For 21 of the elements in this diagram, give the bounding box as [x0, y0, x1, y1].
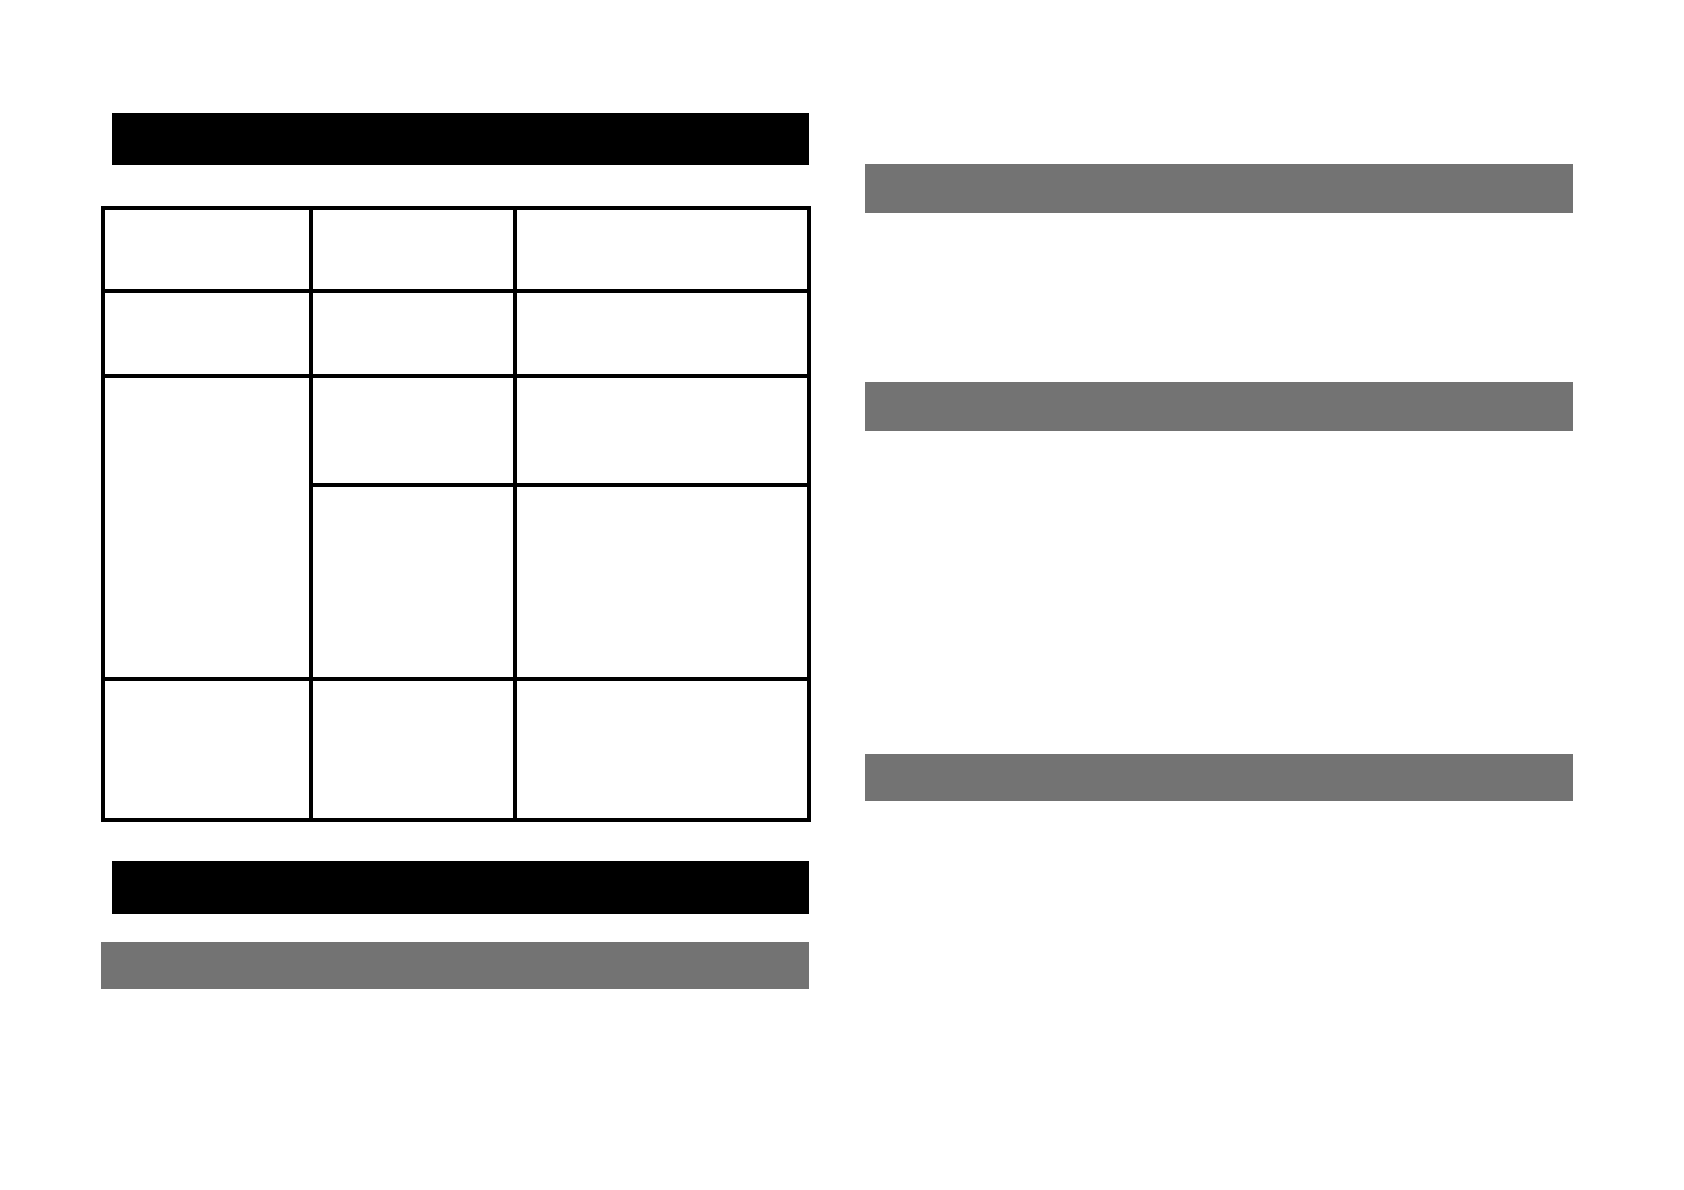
heading-bar [112, 861, 809, 914]
table-cell [515, 485, 809, 679]
table-cell [311, 208, 515, 291]
table-cell [311, 485, 515, 679]
heading-bar [112, 113, 809, 165]
table-cell [515, 376, 809, 485]
table-cell [103, 208, 311, 291]
table-cell [515, 291, 809, 376]
section-bar [865, 382, 1573, 431]
table-cell [103, 291, 311, 376]
section-bar [101, 942, 809, 989]
table [101, 206, 811, 822]
table-cell [311, 291, 515, 376]
table-cell [103, 376, 311, 679]
table-cell [103, 679, 311, 820]
table-cell [515, 208, 809, 291]
table-cell [311, 679, 515, 820]
section-bar [865, 754, 1573, 801]
section-bar [865, 164, 1573, 213]
table-cell [311, 376, 515, 485]
table-cell [515, 679, 809, 820]
